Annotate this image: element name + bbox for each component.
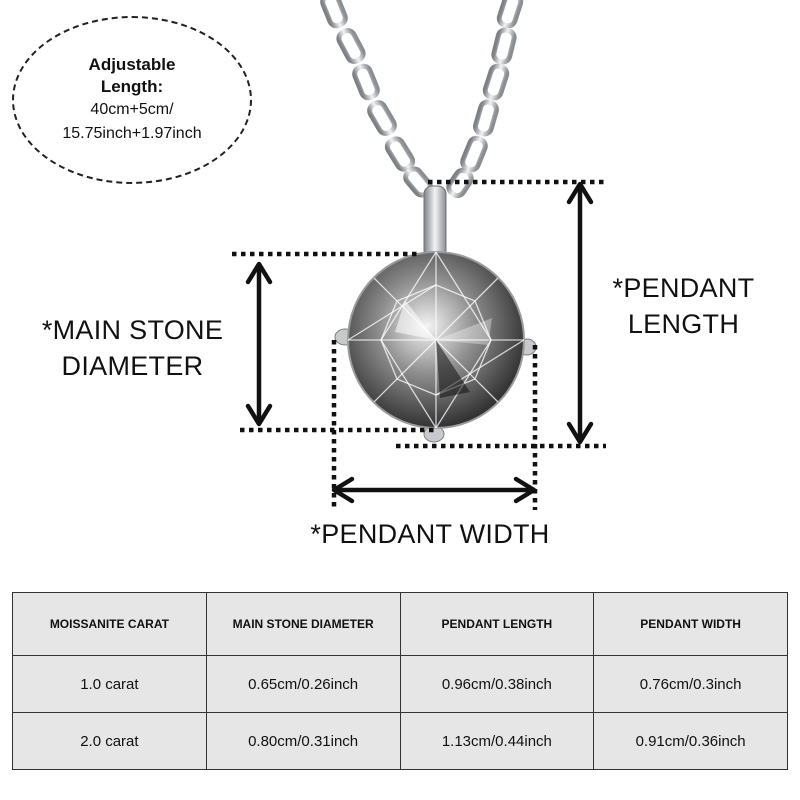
callout-length-inch: 15.75inch+1.97inch: [62, 125, 202, 142]
pendant-illustration: [232, 0, 606, 510]
main-stone-label-line1: *MAIN STONE: [41, 315, 224, 345]
pendant-bail: [423, 185, 447, 259]
dimension-arrows: [245, 181, 594, 504]
cell-stone-diameter: 0.65cm/0.26inch: [205, 655, 401, 713]
chain: [320, 0, 524, 199]
cell-pendant-length: 0.96cm/0.38inch: [399, 655, 595, 713]
cell-carat: 2.0 carat: [12, 712, 207, 770]
product-diagram: Adjustable Length: 40cm+5cm/ 15.75inch+1…: [12, 0, 771, 549]
header-moissanite-carat: MOISSANITE CARAT: [12, 592, 207, 656]
pendant-length-label-line2: LENGTH: [627, 309, 740, 339]
dimension-guides: [232, 179, 606, 510]
main-stone-label-line2: DIAMETER: [61, 351, 204, 381]
header-pendant-length: PENDANT LENGTH: [399, 592, 595, 656]
main-stone-diameter-label: *MAIN STONE DIAMETER: [30, 312, 235, 384]
callout-title-line2: Length:: [100, 77, 164, 96]
pendant-width-label: *PENDANT WIDTH: [310, 519, 550, 549]
header-main-stone-diameter: MAIN STONE DIAMETER: [205, 592, 401, 656]
cell-stone-diameter: 0.80cm/0.31inch: [205, 712, 401, 770]
size-spec-table: MOISSANITE CARAT MAIN STONE DIAMETER PEN…: [12, 592, 788, 770]
table-row: 2.0 carat 0.80cm/0.31inch 1.13cm/0.44inc…: [12, 712, 788, 770]
header-pendant-width: PENDANT WIDTH: [593, 592, 788, 656]
cell-pendant-length: 1.13cm/0.44inch: [399, 712, 595, 770]
pendant-length-label: *PENDANT LENGTH: [596, 270, 771, 342]
pendant-length-label-line1: *PENDANT: [612, 273, 755, 303]
callout-title-line1: Adjustable: [88, 55, 176, 74]
cell-pendant-width: 0.91cm/0.36inch: [593, 712, 788, 770]
moissanite-stone: [347, 251, 525, 429]
cell-carat: 1.0 carat: [12, 655, 207, 713]
callout-length-cm: 40cm+5cm/: [90, 101, 174, 118]
table-header-row: MOISSANITE CARAT MAIN STONE DIAMETER PEN…: [12, 592, 788, 656]
table-row: 1.0 carat 0.65cm/0.26inch 0.96cm/0.38inc…: [12, 655, 788, 713]
adjustable-length-callout: Adjustable Length: 40cm+5cm/ 15.75inch+1…: [12, 16, 252, 184]
cell-pendant-width: 0.76cm/0.3inch: [593, 655, 788, 713]
